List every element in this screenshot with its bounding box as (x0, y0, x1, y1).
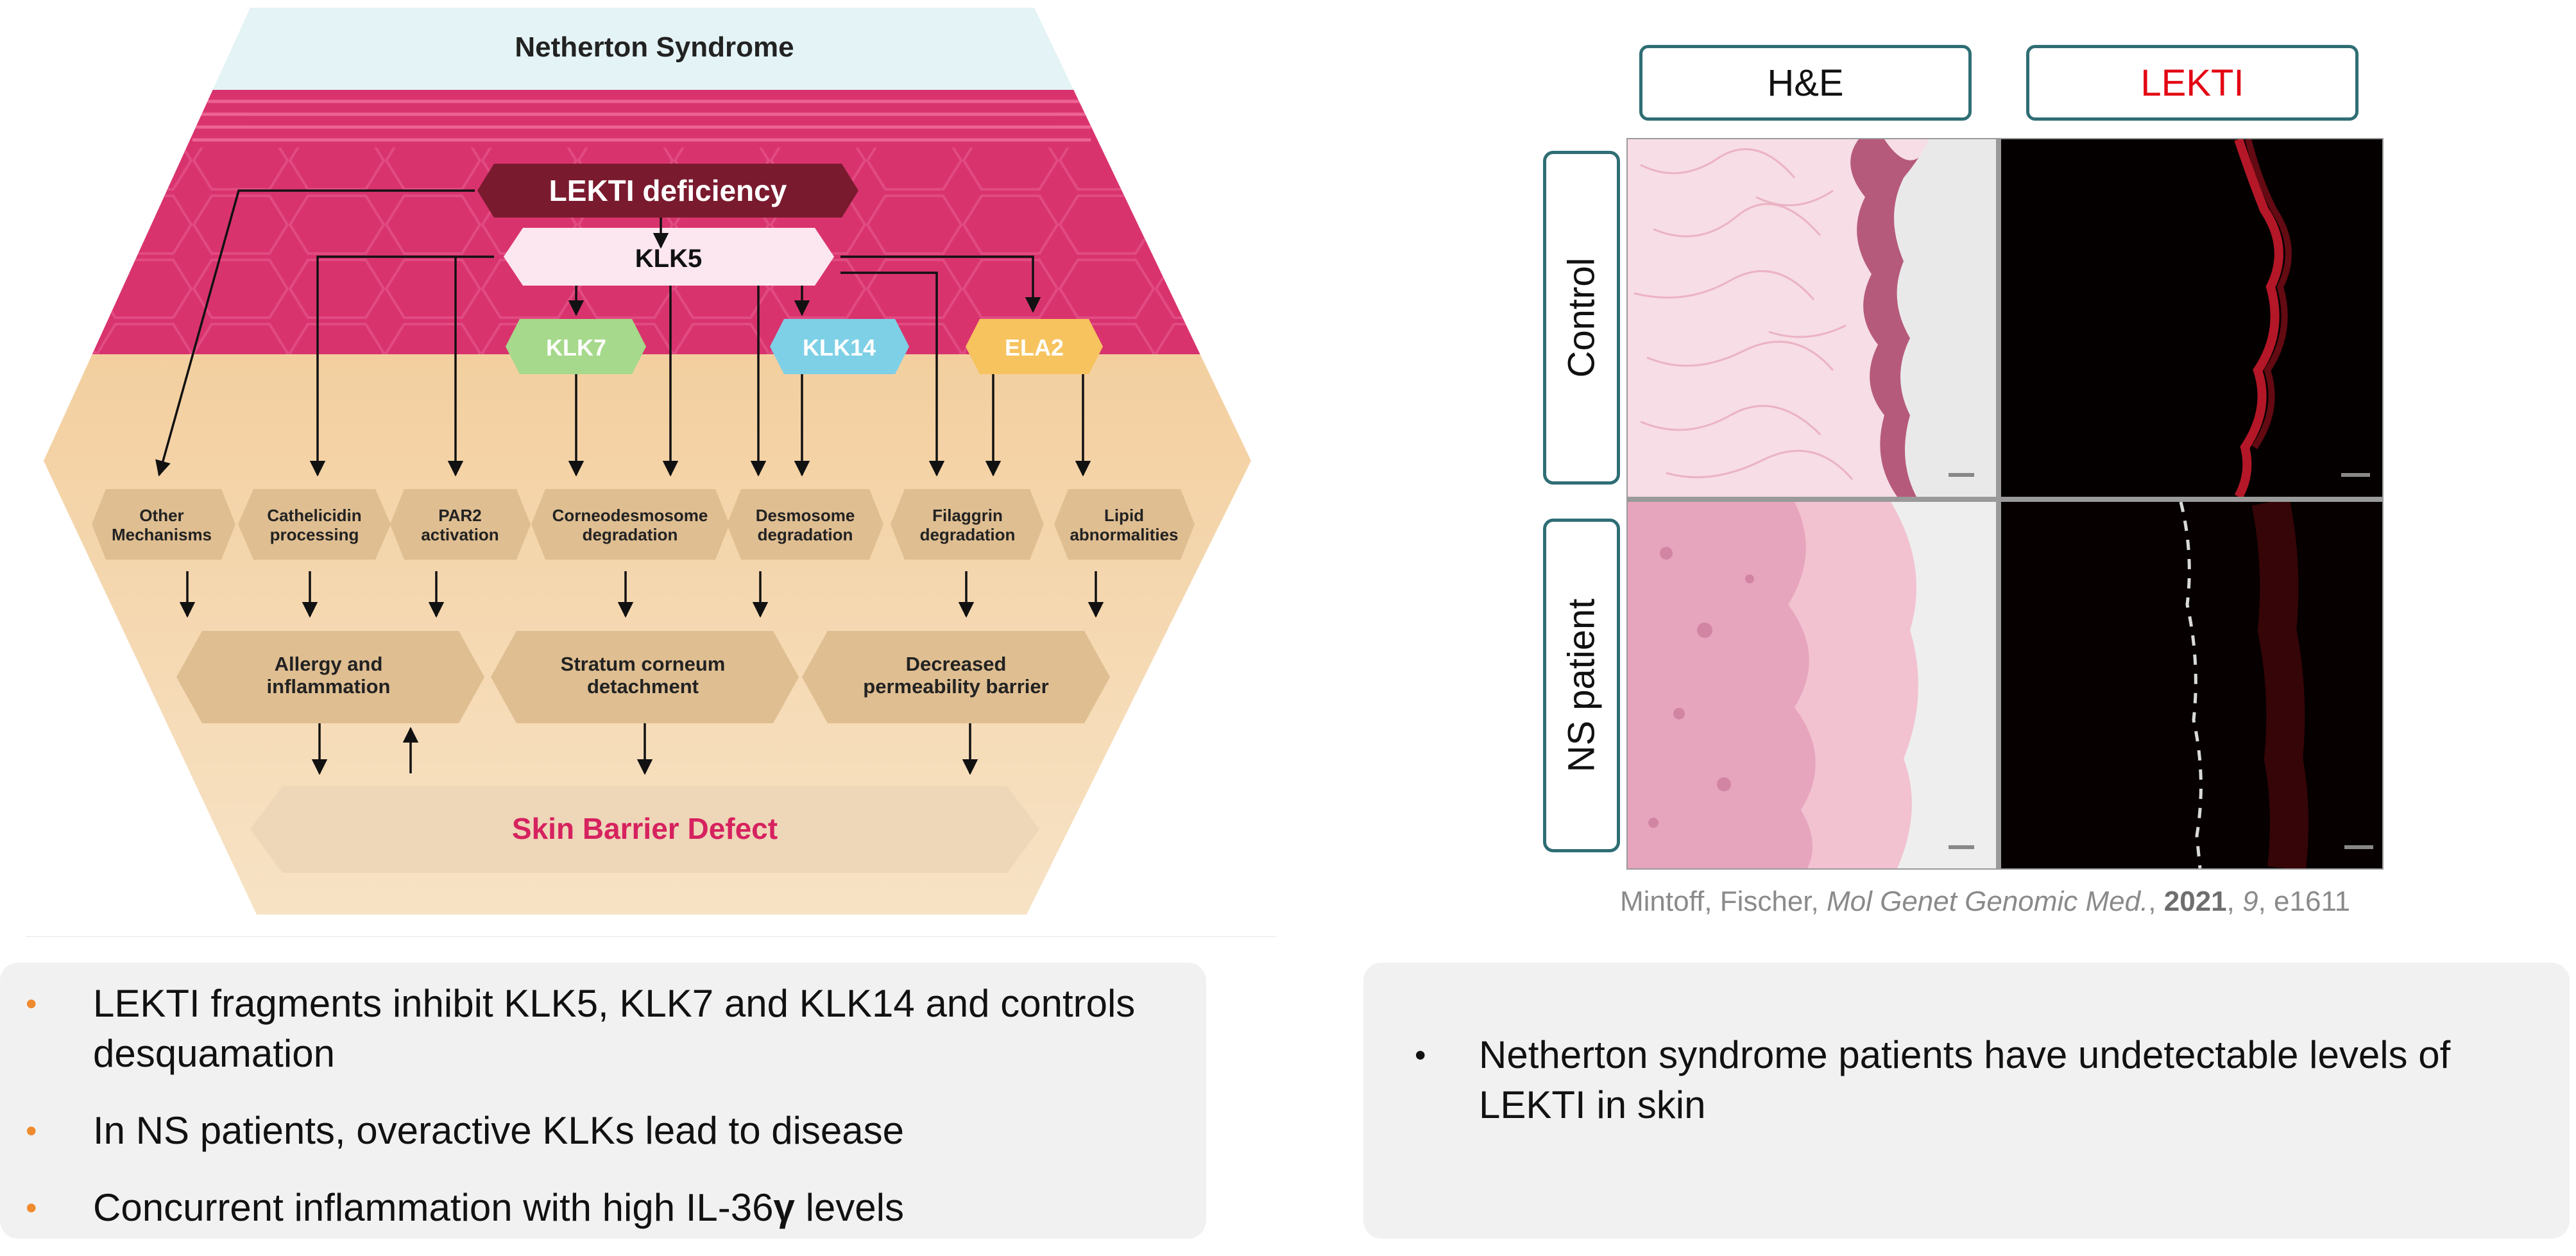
citation-caption: Mintoff, Fischer, Mol Genet Genomic Med.… (1620, 886, 2350, 918)
mechanism-box (1054, 489, 1195, 560)
lekti-control-micrograph (2001, 139, 2382, 497)
he-ns-patient-micrograph (1628, 502, 1996, 868)
mechanism-label-line2: activation (421, 525, 499, 544)
mechanism-box (531, 489, 729, 560)
effect-box-allergy (176, 631, 484, 723)
mechanism-label-line2: degradation (758, 525, 853, 544)
mechanism-label-line1: Filaggrin (932, 506, 1003, 525)
mechanism-label-line1: Cathelicidin (267, 506, 361, 525)
mechanism-box (891, 489, 1044, 560)
citation-volume: 9 (2242, 886, 2258, 917)
diagram-title: Netherton Syndrome (515, 31, 794, 63)
klk14-box (770, 319, 909, 374)
lekti-ns-patient-micrograph (2001, 502, 2382, 868)
mechanism-label-line2: Mechanisms (112, 525, 212, 544)
bullet-dot: • (26, 1113, 37, 1149)
lekti-deficiency-box (477, 164, 858, 218)
mechanism-label-line1: Other (139, 506, 183, 525)
bullet-text: In NS patients, overactive KLKs lead to … (93, 1109, 905, 1152)
bullet-dot: • (26, 1190, 37, 1226)
bullet-item: • In NS patients, overactive KLKs lead t… (26, 1106, 1184, 1156)
lekti-deficiency-label: LEKTI deficiency (549, 174, 787, 207)
mechanism-label-line1: PAR2 (438, 506, 481, 525)
row-header-ns-patient-label: NS patient (1560, 598, 1603, 773)
mechanism-label-line2: processing (270, 525, 359, 544)
effect-label-line1: Decreased (906, 653, 1007, 675)
ela2-label: ELA2 (1005, 334, 1064, 361)
mechanism-label-line2: degradation (920, 525, 1016, 544)
mechanism-label-line1: Corneodesmosome (552, 506, 708, 525)
bullet-item: • Concurrent inflammation with high IL-3… (26, 1183, 1184, 1233)
gamma-symbol: γ (773, 1186, 795, 1229)
skin-barrier-defect-box (250, 786, 1039, 873)
citation-journal: Mol Genet Genomic Med. (1826, 886, 2149, 917)
row-header-ns-patient: NS patient (1543, 519, 1620, 852)
effect-label-line2: detachment (587, 675, 699, 698)
mechanism-label-line2: degradation (583, 525, 678, 544)
mechanism-box (238, 489, 391, 560)
left-bullet-list: • LEKTI fragments inhibit KLK5, KLK7 and… (26, 979, 1184, 1233)
mechanism-label-line1: Desmosome (756, 506, 855, 525)
klk14-label: KLK14 (803, 334, 876, 361)
row-header-control: Control (1543, 151, 1620, 485)
mechanism-box (92, 489, 235, 560)
bullet-text: LEKTI fragments inhibit KLK5, KLK7 and K… (93, 982, 1136, 1075)
effect-label-line1: Stratum corneum (561, 653, 726, 675)
row-header-control-label: Control (1560, 257, 1603, 378)
effect-box-permeability (802, 631, 1110, 723)
bullet-item: • LEKTI fragments inhibit KLK5, KLK7 and… (26, 979, 1184, 1079)
column-header-lekti-label: LEKTI (2140, 62, 2244, 104)
column-header-lekti: LEKTI (2026, 45, 2358, 121)
left-bullet-panel (0, 963, 1206, 1239)
klk7-label: KLK7 (546, 334, 606, 361)
right-bullet-panel (1363, 963, 2570, 1239)
mechanism-label-line2: abnormalities (1070, 525, 1178, 544)
effect-label-line2: inflammation (267, 675, 391, 698)
citation-separator: , (2148, 886, 2164, 917)
mechanism-label-line1: Lipid (1104, 506, 1144, 525)
klk5-label: KLK5 (635, 245, 702, 273)
netherton-pathway-diagram: Netherton Syndrome LEKTI deficiency KLK5… (26, 8, 1277, 937)
bullet-dot: • (26, 986, 37, 1022)
column-header-he-label: H&E (1767, 62, 1844, 104)
mechanism-row (92, 489, 1195, 560)
klk7-box (506, 319, 646, 374)
citation-authors: Mintoff, Fischer, (1620, 886, 1827, 917)
bullet-text: Concurrent inflammation with high IL-36 (93, 1186, 774, 1229)
skin-barrier-defect-label: Skin Barrier Defect (512, 812, 778, 845)
effect-label-line1: Allergy and (275, 653, 383, 675)
he-control-micrograph (1628, 139, 1996, 497)
bullet-item: • Netherton syndrome patients have undet… (1415, 1030, 2544, 1130)
effect-label-line2: permeability barrier (863, 675, 1048, 698)
bullet-text-suffix: levels (794, 1186, 904, 1229)
citation-article: , e1611 (2258, 886, 2351, 917)
bullet-dot: • (1415, 1037, 1426, 1073)
bullet-text: Netherton syndrome patients have undetec… (1479, 1033, 2451, 1126)
citation-separator: , (2226, 886, 2243, 917)
column-header-he: H&E (1639, 45, 1972, 121)
effect-box-stratum (491, 631, 799, 723)
mechanism-box (727, 489, 883, 560)
right-bullet-list: • Netherton syndrome patients have undet… (1415, 1030, 2544, 1130)
citation-year: 2021 (2163, 886, 2227, 917)
mechanism-box (390, 489, 531, 560)
ela2-box (966, 319, 1103, 374)
klk5-box (504, 228, 834, 286)
